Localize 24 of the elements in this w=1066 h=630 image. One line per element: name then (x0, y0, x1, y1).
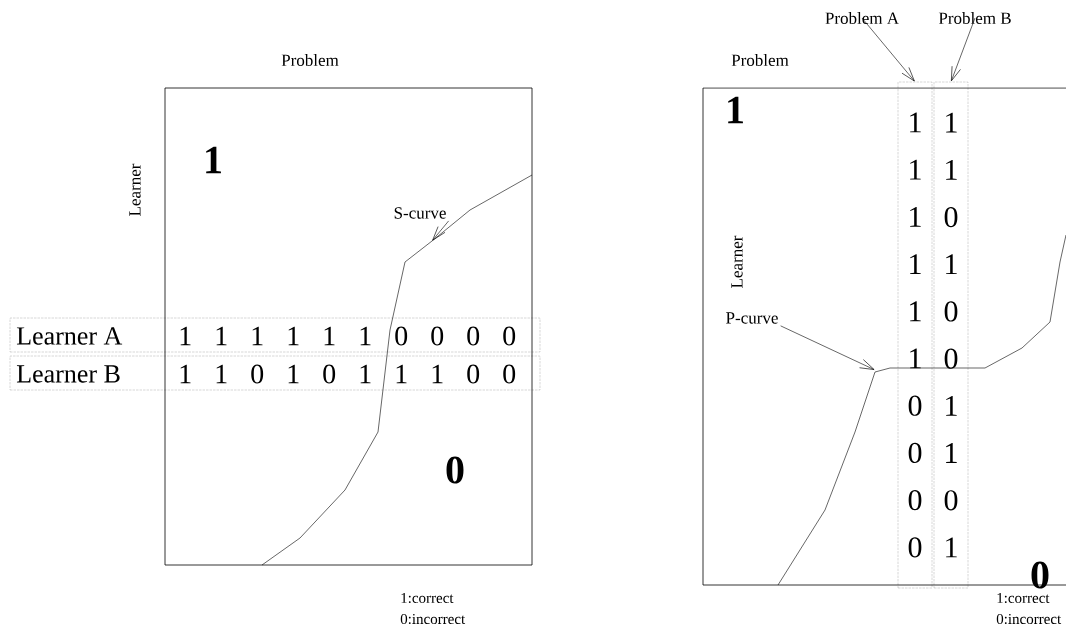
leader-arrow (432, 220, 449, 241)
problem-column: 1 1 0 1 0 0 1 1 0 1 (933, 81, 969, 589)
leader-arrow (951, 17, 976, 82)
learner-row: Learner A 1 1 1 1 1 1 0 0 0 0 (9, 317, 541, 353)
leader-arrow (780, 325, 875, 370)
leader-text: Problem B (938, 12, 1011, 24)
leader-text: P-curve (726, 312, 778, 324)
legend-note: 1:correct (401, 592, 454, 604)
legend-note: 0:incorrect (996, 613, 1062, 625)
leader-text: S-curve (394, 207, 446, 219)
value-label: 0 (1031, 561, 1049, 589)
value-label: 1 (728, 96, 743, 124)
problem-column: 1 1 1 1 1 1 0 0 0 0 (897, 81, 933, 589)
legend-note: 0:incorrect (400, 613, 466, 625)
value-label: 1 (206, 146, 221, 174)
value-label: 0 (446, 456, 464, 484)
leader-text: Problem A (825, 12, 899, 24)
axis-title: Problem (731, 54, 789, 66)
axis-title: Learner (731, 235, 743, 288)
learner-row: Learner B 1 1 0 1 0 1 1 1 0 0 (9, 355, 541, 391)
axis-title: Problem (281, 54, 339, 66)
leader-arrow (861, 17, 915, 82)
legend-note: 1:correct (997, 592, 1050, 604)
axis-title: Learner (129, 163, 141, 216)
